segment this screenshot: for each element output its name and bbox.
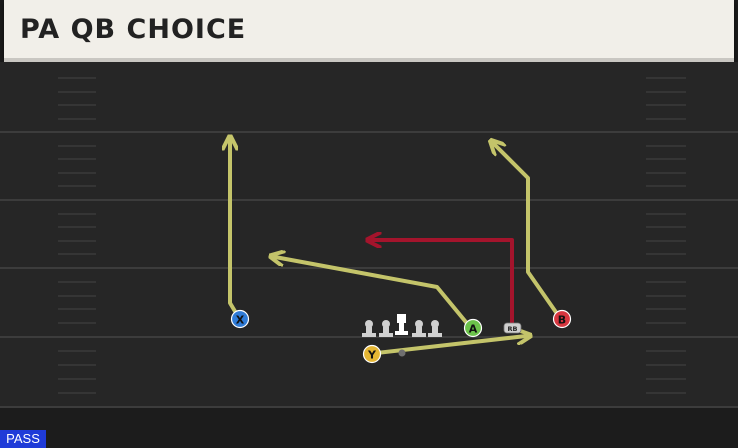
title-bar-shadow: [4, 58, 734, 62]
receiver-y[interactable]: Y: [362, 344, 382, 364]
offensive-line: [362, 314, 442, 357]
route-b: [494, 144, 562, 320]
field-bottom-band: [0, 408, 738, 448]
lineman-icon: [412, 320, 426, 337]
receiver-x[interactable]: X: [230, 309, 250, 329]
running-back[interactable]: RB: [503, 322, 522, 334]
receiver-b-label: B: [558, 314, 566, 327]
play-field: X A B Y RB: [0, 62, 738, 448]
lineman-icon: [428, 320, 442, 337]
running-back-label: RB: [508, 325, 518, 333]
play-title: PA QB CHOICE: [20, 14, 247, 45]
lineman-icon: [362, 320, 376, 337]
play-title-bar: PA QB CHOICE: [4, 0, 734, 62]
quarterback-marker: [398, 349, 406, 357]
receiver-y-label: Y: [367, 349, 377, 362]
center-icon: [395, 314, 408, 335]
lineman-icon: [379, 320, 393, 337]
receiver-b[interactable]: B: [552, 309, 572, 329]
field-surface: [0, 62, 738, 448]
route-a: [275, 257, 472, 329]
pass-mode-badge: PASS: [0, 430, 46, 448]
receiver-a[interactable]: A: [463, 318, 483, 338]
hash-marks: [58, 77, 686, 394]
route-rb: [372, 240, 514, 327]
receiver-x-label: X: [236, 314, 245, 327]
receiver-a-label: A: [469, 323, 478, 336]
